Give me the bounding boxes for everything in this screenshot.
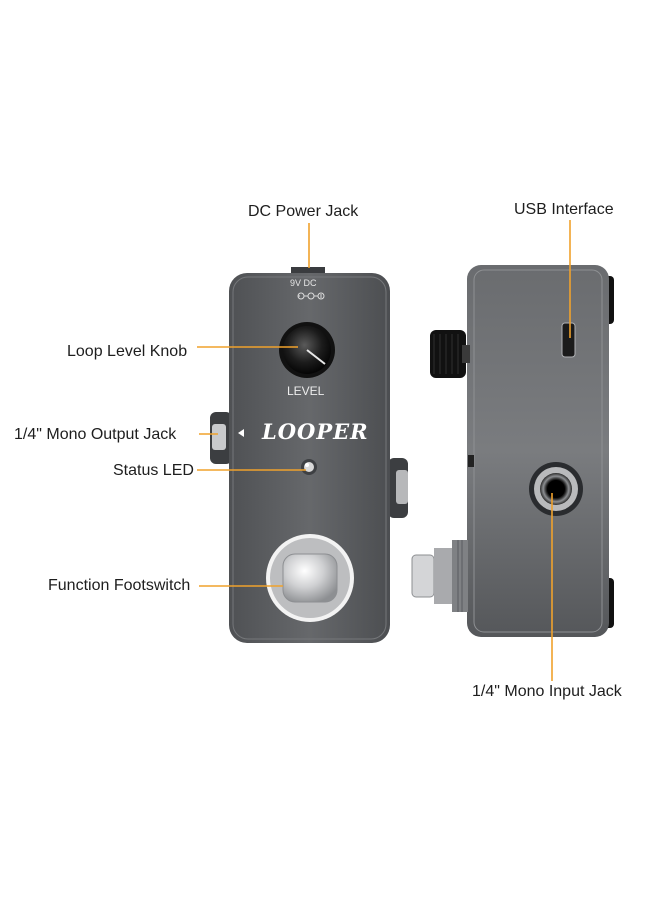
loop-level-knob-label: Loop Level Knob — [67, 343, 188, 360]
knob-marking: LEVEL — [287, 384, 325, 398]
side-view — [411, 265, 614, 637]
looper-logo: LOOPER — [262, 419, 369, 444]
side-enclosure — [467, 265, 609, 637]
output-arrow-icon — [238, 429, 244, 437]
dc-jack-top — [291, 267, 325, 277]
dc-power-jack-label: DC Power Jack — [248, 203, 359, 220]
status-led — [301, 459, 317, 475]
mono-input-jack-label: 1/4" Mono Input Jack — [472, 683, 622, 700]
front-view — [210, 267, 408, 643]
side-input-jack — [529, 462, 583, 516]
voltage-marking: 9V DC — [290, 278, 317, 288]
usb-port — [561, 322, 576, 358]
leader-lines — [197, 220, 571, 681]
usb-interface-label: USB Interface — [514, 201, 614, 218]
level-knob[interactable] — [279, 322, 335, 378]
polarity-symbol — [297, 292, 325, 300]
pedal-enclosure — [229, 273, 390, 643]
side-knob — [430, 330, 470, 378]
status-led-label: Status LED — [113, 462, 194, 479]
footswitch[interactable] — [266, 534, 354, 622]
side-footswitch — [411, 540, 468, 612]
function-footswitch-label: Function Footswitch — [48, 577, 191, 594]
mono-output-jack-label: 1/4" Mono Output Jack — [14, 426, 177, 443]
